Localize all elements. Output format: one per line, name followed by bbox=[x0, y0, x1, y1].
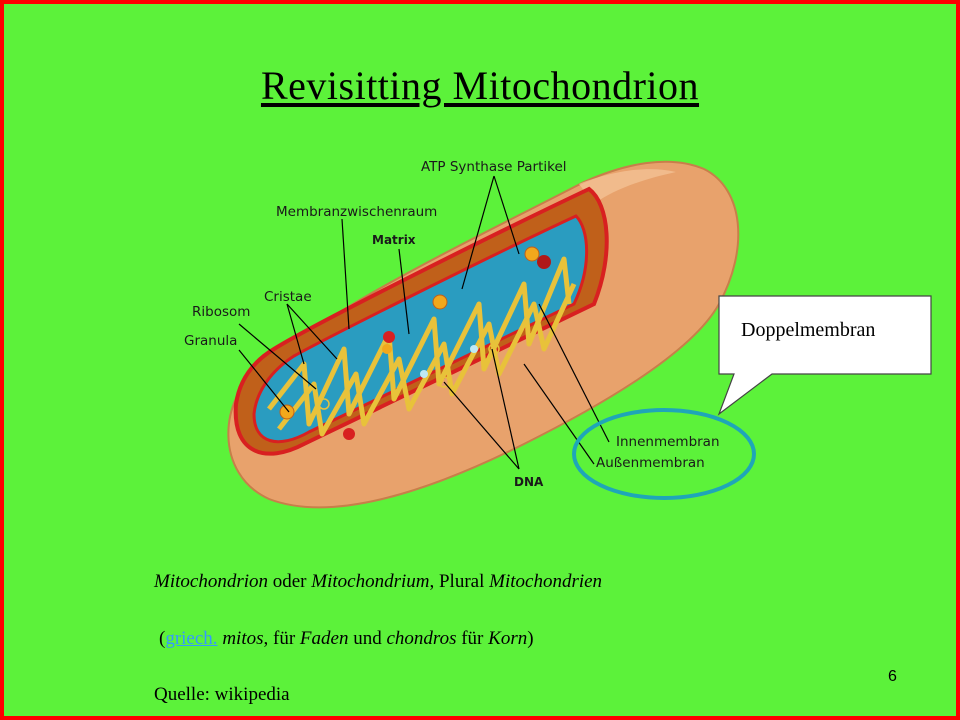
paren-close: ) bbox=[527, 628, 534, 649]
text-oder: oder bbox=[268, 571, 312, 592]
caption-source: Quelle: wikipedia bbox=[154, 684, 290, 705]
link-griech[interactable]: griech. bbox=[165, 628, 218, 649]
text-und: und bbox=[348, 628, 387, 649]
highlight-ellipse bbox=[572, 408, 756, 500]
label-matrix: Matrix bbox=[372, 233, 416, 247]
label-ribosom: Ribosom bbox=[192, 304, 250, 320]
cut-section bbox=[233, 186, 609, 456]
label-cristae: Cristae bbox=[264, 289, 312, 305]
caption-line-1: Mitochondrion oder Mitochondrium, Plural… bbox=[154, 571, 602, 593]
label-aussenmembran: Außenmembran bbox=[596, 455, 705, 471]
term-korn: Korn bbox=[488, 628, 528, 649]
label-innenmembran: Innenmembran bbox=[616, 434, 720, 450]
callout-shape bbox=[717, 295, 932, 416]
leader-lines bbox=[238, 175, 610, 470]
text-plural: , Plural bbox=[429, 571, 490, 592]
text-fuer-2: für bbox=[456, 628, 489, 649]
paren-open: ( bbox=[159, 628, 166, 649]
term-faden: Faden bbox=[299, 628, 349, 649]
term-mitochondrion: Mitochondrion bbox=[154, 571, 268, 592]
term-mitochondrien: Mitochondrien bbox=[489, 571, 603, 592]
callout-doppelmembran: Doppelmembran bbox=[741, 319, 876, 341]
label-dna: DNA bbox=[514, 475, 544, 489]
label-granula: Granula bbox=[184, 333, 237, 349]
page-number: 6 bbox=[888, 668, 897, 685]
label-membranzwischenraum: Membranzwischenraum bbox=[276, 204, 437, 220]
mitochondrion-diagram: ATP Synthase Partikel Membranzwischenrau… bbox=[184, 159, 932, 509]
label-atp-synthase: ATP Synthase Partikel bbox=[421, 159, 567, 175]
term-mitos: mitos bbox=[222, 628, 264, 649]
text-fuer-1: , für bbox=[263, 628, 300, 649]
caption-line-2: (griech. mitos, für Faden und chondros f… bbox=[159, 628, 534, 650]
term-chondros: chondros bbox=[386, 628, 457, 649]
granula-dots bbox=[279, 246, 551, 440]
slide-title: Revisitting Mitochondrion bbox=[260, 63, 700, 108]
term-mitochondrium: Mitochondrium bbox=[311, 571, 430, 592]
